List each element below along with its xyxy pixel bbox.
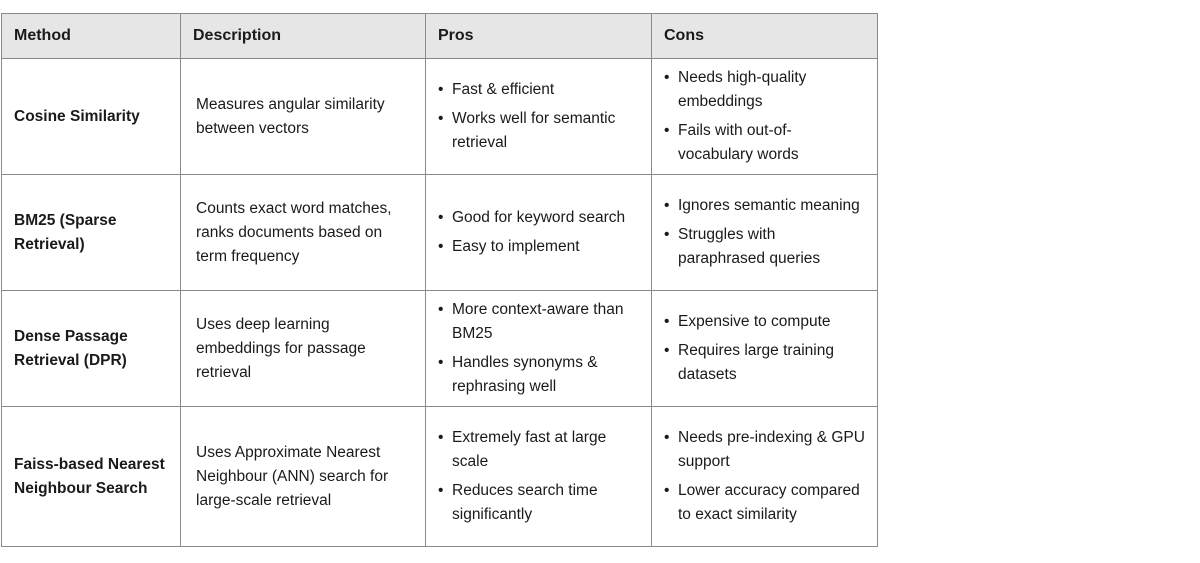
pros-list: Fast & efficient Works well for semantic… — [438, 78, 639, 155]
list-item: Ignores semantic meaning — [664, 194, 865, 218]
table-header: Method Description Pros Cons — [1, 13, 878, 59]
description-cell: Measures angular similarity between vect… — [180, 58, 426, 175]
cons-list: Needs pre-indexing & GPU support Lower a… — [664, 426, 865, 527]
list-item: Lower accuracy compared to exact similar… — [664, 479, 865, 527]
list-item: Good for keyword search — [438, 206, 639, 230]
method-cell: Cosine Similarity — [1, 58, 181, 175]
pros-list: Extremely fast at large scale Reduces se… — [438, 426, 639, 527]
list-item: Fast & efficient — [438, 78, 639, 102]
list-item: Expensive to compute — [664, 310, 865, 334]
cons-cell: Needs pre-indexing & GPU support Lower a… — [651, 406, 878, 547]
table-row: Dense Passage Retrieval (DPR) Uses deep … — [1, 290, 878, 407]
description-cell: Uses Approximate Nearest Neighbour (ANN)… — [180, 406, 426, 547]
list-item: Works well for semantic retrieval — [438, 107, 639, 155]
header-method: Method — [1, 13, 181, 59]
header-description: Description — [180, 13, 426, 59]
pros-cell: Fast & efficient Works well for semantic… — [425, 58, 652, 175]
table-row: Faiss-based Nearest Neighbour Search Use… — [1, 406, 878, 547]
table-row: Cosine Similarity Measures angular simil… — [1, 58, 878, 175]
pros-list: More context-aware than BM25 Handles syn… — [438, 298, 639, 399]
list-item: Extremely fast at large scale — [438, 426, 639, 474]
list-item: Requires large training datasets — [664, 339, 865, 387]
pros-cell: More context-aware than BM25 Handles syn… — [425, 290, 652, 407]
pros-cell: Good for keyword search Easy to implemen… — [425, 174, 652, 291]
cons-list: Needs high-quality embeddings Fails with… — [664, 66, 865, 167]
list-item: Needs high-quality embeddings — [664, 66, 865, 114]
cons-list: Expensive to compute Requires large trai… — [664, 310, 865, 387]
table-row: BM25 (Sparse Retrieval) Counts exact wor… — [1, 174, 878, 291]
list-item: Handles synonyms & rephrasing well — [438, 351, 639, 399]
comparison-table: Method Description Pros Cons Cosine Simi… — [1, 13, 878, 547]
list-item: Fails with out-of-vocabulary words — [664, 119, 865, 167]
table-body: Cosine Similarity Measures angular simil… — [1, 58, 878, 547]
method-cell: Dense Passage Retrieval (DPR) — [1, 290, 181, 407]
cons-cell: Expensive to compute Requires large trai… — [651, 290, 878, 407]
list-item: Struggles with paraphrased queries — [664, 223, 865, 271]
header-row: Method Description Pros Cons — [1, 13, 878, 59]
header-pros: Pros — [425, 13, 652, 59]
cons-cell: Needs high-quality embeddings Fails with… — [651, 58, 878, 175]
list-item: Easy to implement — [438, 235, 639, 259]
cons-cell: Ignores semantic meaning Struggles with … — [651, 174, 878, 291]
method-cell: Faiss-based Nearest Neighbour Search — [1, 406, 181, 547]
description-cell: Counts exact word matches, ranks documen… — [180, 174, 426, 291]
list-item: Needs pre-indexing & GPU support — [664, 426, 865, 474]
method-cell: BM25 (Sparse Retrieval) — [1, 174, 181, 291]
header-cons: Cons — [651, 13, 878, 59]
pros-cell: Extremely fast at large scale Reduces se… — [425, 406, 652, 547]
description-cell: Uses deep learning embeddings for passag… — [180, 290, 426, 407]
list-item: Reduces search time significantly — [438, 479, 639, 527]
list-item: More context-aware than BM25 — [438, 298, 639, 346]
cons-list: Ignores semantic meaning Struggles with … — [664, 194, 865, 271]
pros-list: Good for keyword search Easy to implemen… — [438, 206, 639, 259]
